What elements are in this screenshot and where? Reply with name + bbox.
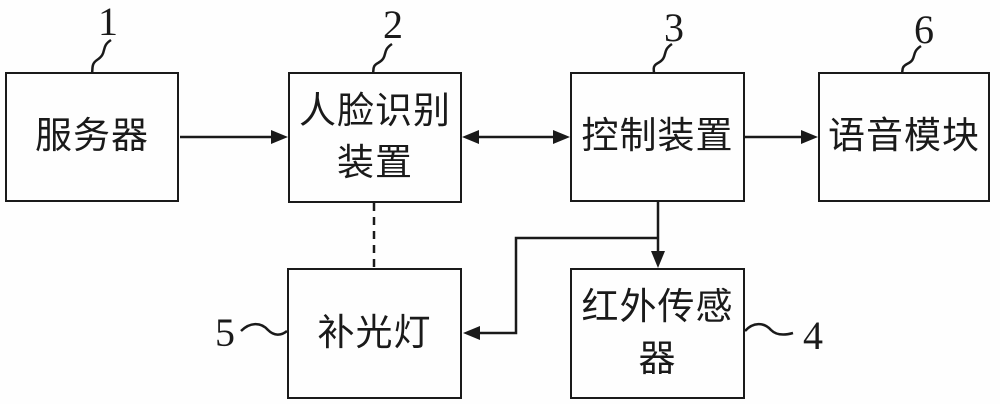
ref-number-4: 4 xyxy=(803,313,823,358)
leader-squiggle-6 xyxy=(900,44,922,74)
node-face-recognition-device: 人脸识别装置 xyxy=(288,72,462,203)
node-control-device: 控制装置 xyxy=(570,72,745,202)
node-infrared-sensor: 红外传感器 xyxy=(570,268,745,399)
node-server-label: 服务器 xyxy=(35,116,149,157)
arrowhead-into-control xyxy=(553,130,570,144)
leader-tilde-5 xyxy=(240,322,288,336)
arrowhead-into-face-right xyxy=(462,130,479,144)
ref-number-1: 1 xyxy=(98,0,118,44)
ref-number-3: 3 xyxy=(664,5,684,50)
ref-number-5: 5 xyxy=(215,310,235,355)
node-control-label: 控制装置 xyxy=(581,116,734,157)
arrowhead-into-voice xyxy=(801,130,818,144)
node-face-recognition-label: 人脸识别装置 xyxy=(299,90,451,184)
leader-tilde-4 xyxy=(744,322,794,336)
leader-squiggle-1 xyxy=(90,38,112,74)
node-voice-label: 语音模块 xyxy=(828,116,980,157)
arrowhead-into-light xyxy=(463,326,480,340)
node-fill-light-label: 补光灯 xyxy=(317,312,432,354)
ref-number-2: 2 xyxy=(383,2,403,47)
node-server: 服务器 xyxy=(5,72,179,202)
node-fill-light: 补光灯 xyxy=(287,268,462,399)
edge-control-to-light xyxy=(479,236,658,335)
ref-number-6: 6 xyxy=(914,7,934,52)
node-infrared-label: 红外传感器 xyxy=(581,286,734,380)
leader-squiggle-2 xyxy=(371,42,393,74)
node-voice-module: 语音模块 xyxy=(818,72,990,202)
leader-squiggle-3 xyxy=(652,42,673,74)
arrowhead-into-face-left xyxy=(271,130,288,144)
arrowhead-into-infrared xyxy=(651,251,665,268)
